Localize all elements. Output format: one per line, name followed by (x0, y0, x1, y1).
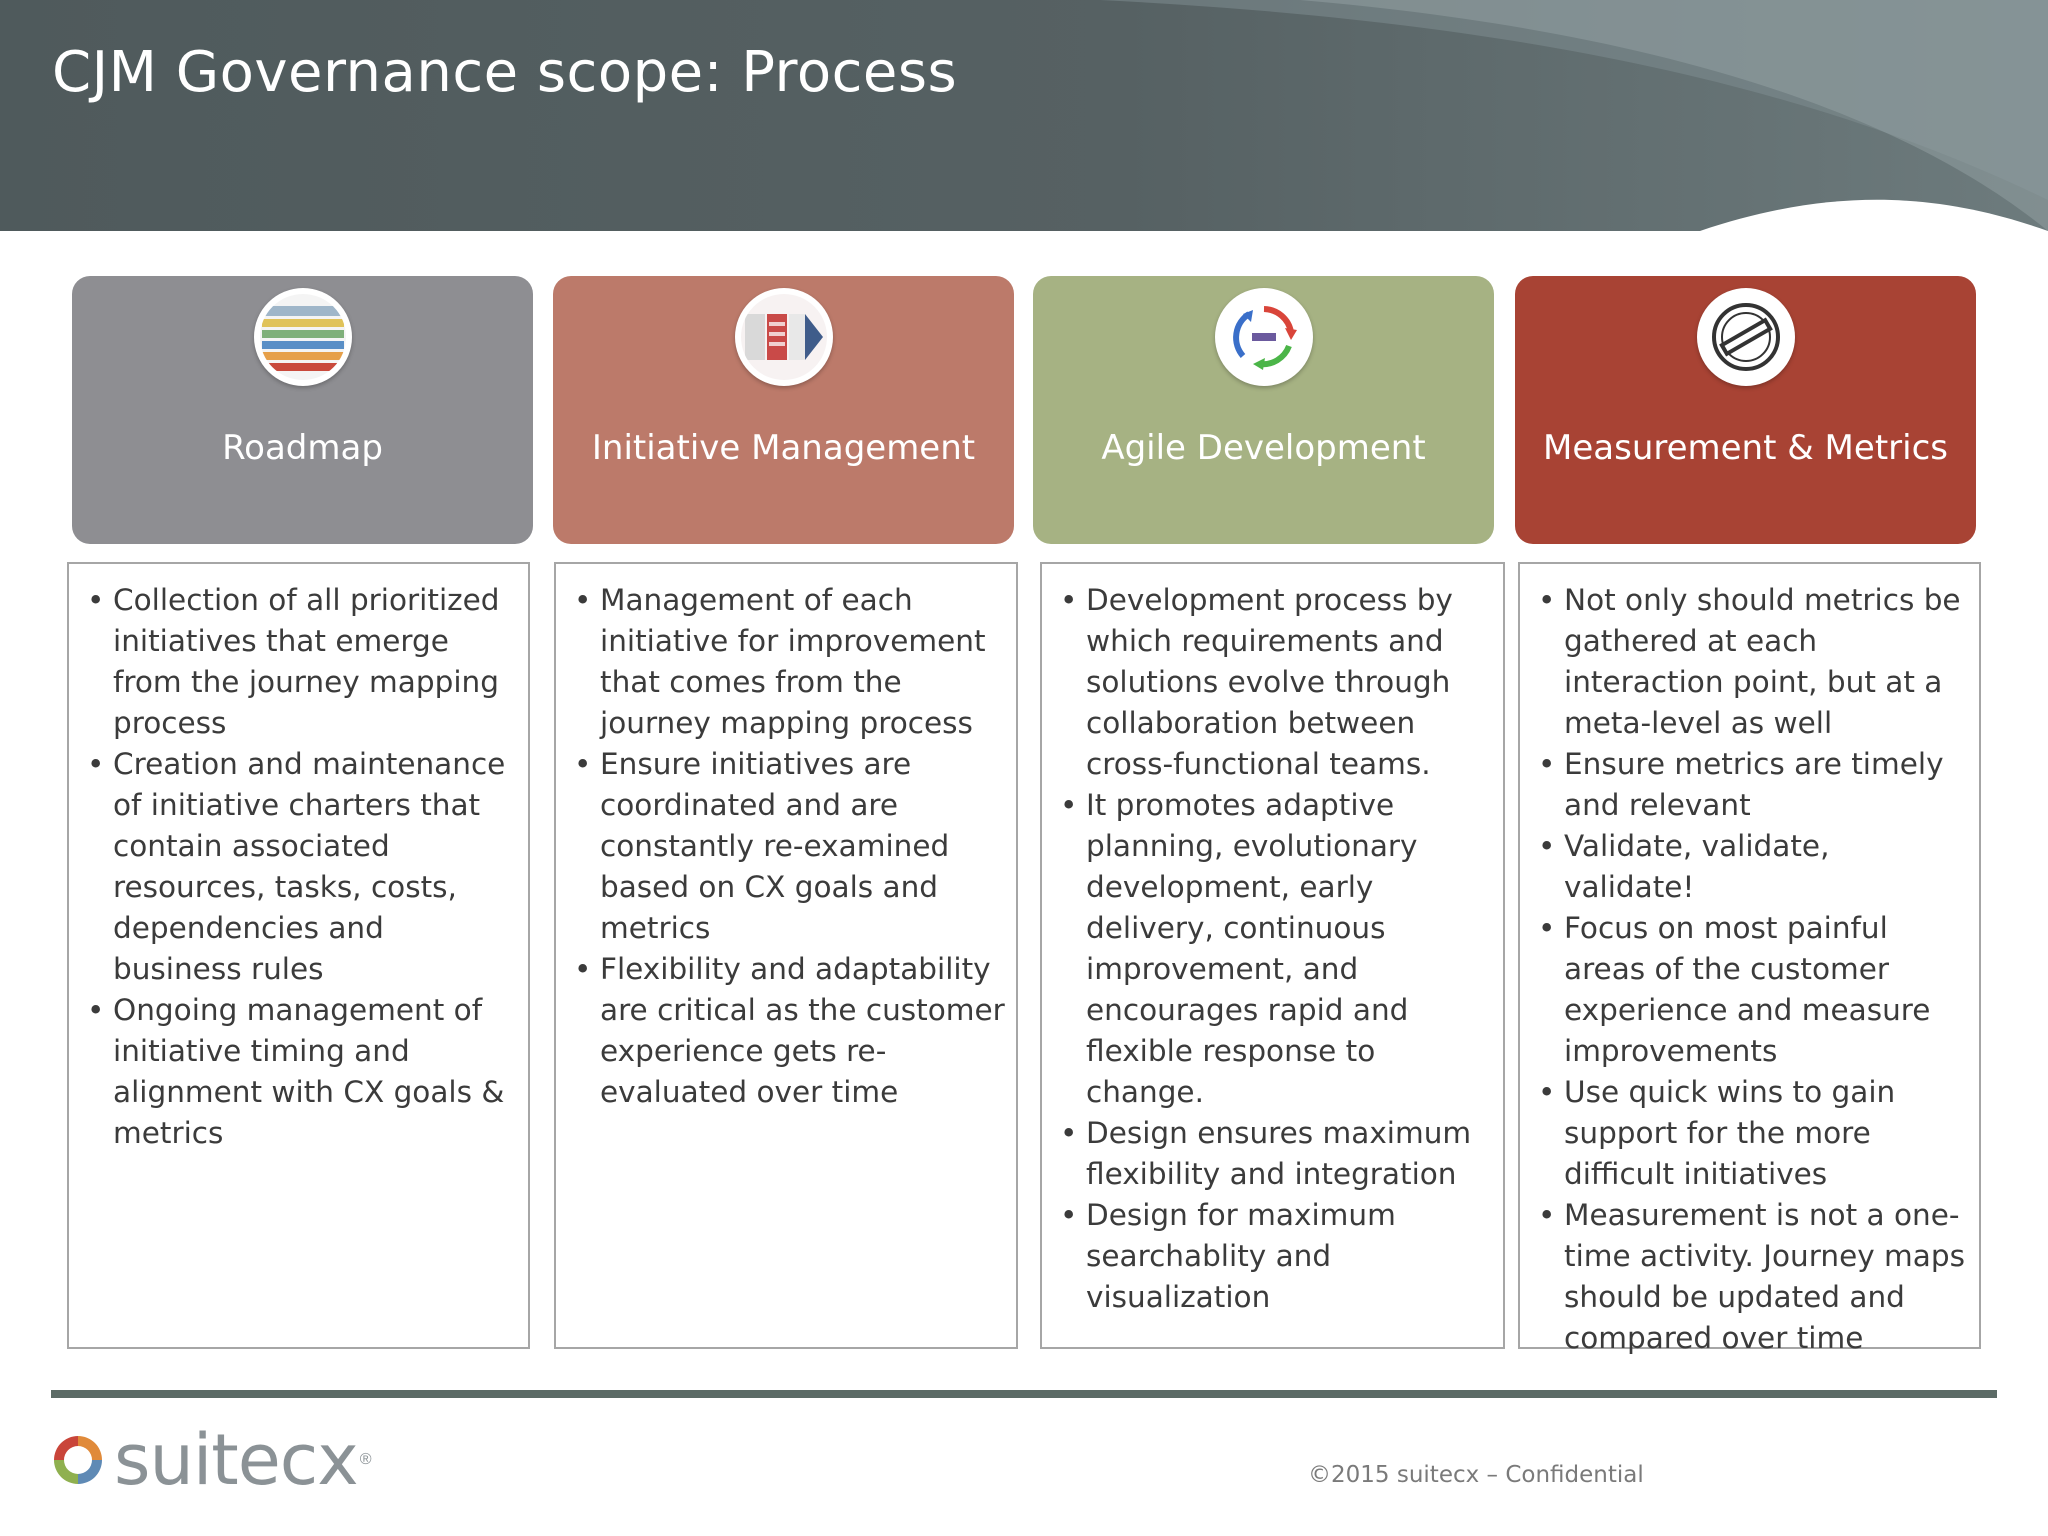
card-label-agile-development: Agile Development (1101, 428, 1426, 468)
list-item: Ensure initiatives are coordinated and a… (574, 744, 1006, 949)
page-title: CJM Governance scope: Process (52, 40, 958, 105)
bullet-list: Development process by which requirement… (1060, 580, 1493, 1318)
list-item: Use quick wins to gain support for the m… (1538, 1072, 1969, 1195)
logo-wordmark: suitecx (114, 1419, 359, 1501)
list-item: Management of each initiative for improv… (574, 580, 1006, 744)
card-measurement-metrics: Measurement & Metrics (1515, 276, 1976, 544)
bullet-list: Management of each initiative for improv… (574, 580, 1006, 1113)
card-agile-development: Agile Development (1033, 276, 1494, 544)
list-item: Collection of all prioritized initiative… (87, 580, 518, 744)
suitecx-logo: suitecx ® (50, 1419, 372, 1501)
initiative-thumbnail-icon (734, 288, 833, 386)
list-item: Ensure metrics are timely and relevant (1538, 744, 1969, 826)
card-label-roadmap: Roadmap (222, 428, 383, 468)
bullet-list: Collection of all prioritized initiative… (87, 580, 518, 1154)
list-item: Creation and maintenance of initiative c… (87, 744, 518, 990)
list-item: Measurement is not a one-time activity. … (1538, 1195, 1969, 1359)
list-item: Flexibility and adaptability are critica… (574, 949, 1006, 1113)
footer-divider (51, 1390, 1997, 1398)
content-box-initiative-management: Management of each initiative for improv… (554, 562, 1018, 1349)
quality-assured-stamp-icon (1696, 288, 1795, 386)
content-box-measurement-metrics: Not only should metrics be gathered at e… (1518, 562, 1981, 1355)
title-banner: CJM Governance scope: Process (0, 0, 2048, 231)
list-item: Design ensures maximum flexibility and i… (1060, 1113, 1493, 1195)
banner-swoosh-decoration (1100, 0, 2048, 231)
list-item: It promotes adaptive planning, evolution… (1060, 785, 1493, 1113)
card-label-initiative-management: Initiative Management (591, 428, 976, 468)
copyright-notice: ©2015 suitecx – Confidential (1308, 1462, 1644, 1488)
bullet-list: Not only should metrics be gathered at e… (1538, 580, 1969, 1359)
registered-mark: ® (359, 1451, 372, 1468)
list-item: Development process by which requirement… (1060, 580, 1493, 785)
roadmap-thumbnail-icon (253, 288, 352, 386)
list-item: Focus on most painful areas of the custo… (1538, 908, 1969, 1072)
card-label-measurement-metrics: Measurement & Metrics (1543, 428, 1948, 468)
list-item: Validate, validate, validate! (1538, 826, 1969, 908)
card-initiative-management: Initiative Management (553, 276, 1014, 544)
list-item: Ongoing management of initiative timing … (87, 990, 518, 1154)
content-box-roadmap: Collection of all prioritized initiative… (67, 562, 530, 1349)
agile-cycle-icon (1214, 288, 1313, 386)
list-item: Design for maximum searchablity and visu… (1060, 1195, 1493, 1318)
content-box-agile-development: Development process by which requirement… (1040, 562, 1505, 1349)
suitecx-logo-mark-icon (54, 1436, 102, 1484)
list-item: Not only should metrics be gathered at e… (1538, 580, 1969, 744)
card-roadmap: Roadmap (72, 276, 533, 544)
